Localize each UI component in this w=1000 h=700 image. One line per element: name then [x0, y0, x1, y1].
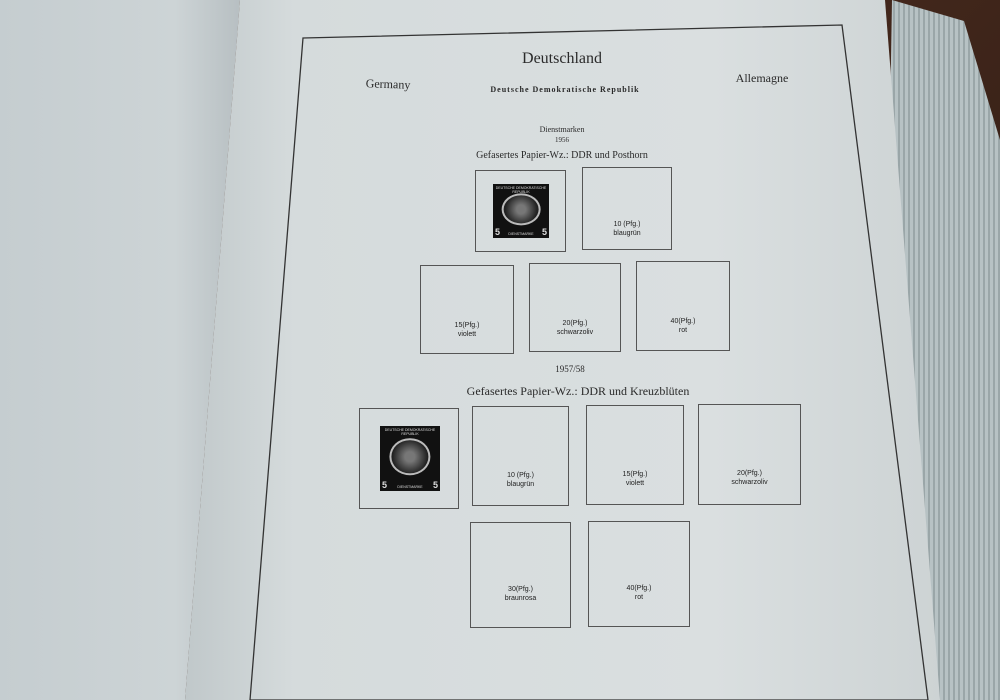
slot-value: 15(Pfg.)	[454, 322, 480, 329]
stamp-slot[interactable]: 15(Pfg.) violett	[586, 405, 684, 505]
english-label: Germany	[365, 76, 411, 92]
slot-value: 40(Pfg.)	[670, 318, 696, 325]
stamp-slot[interactable]: 20(Pfg.) schwarzoliv	[529, 263, 621, 352]
stamp-inscription: DEUTSCHE DEMOKRATISCHE REPUBLIK	[384, 428, 436, 436]
stamp-value: 5	[432, 480, 438, 490]
slot-value: 20(Pfg.)	[562, 320, 588, 327]
stamp-bottom-text: DIENSTMARKE	[397, 485, 423, 489]
slot-color: violett	[457, 331, 477, 338]
slot-color: blaugrün	[506, 481, 535, 488]
slot-value: 20(Pfg.)	[737, 470, 762, 477]
stamp-slot-filled[interactable]: DEUTSCHE DEMOKRATISCHE REPUBLIK 5 DIENST…	[359, 408, 459, 509]
slot-color: violett	[625, 480, 645, 487]
stamp: DEUTSCHE DEMOKRATISCHE REPUBLIK 5 DIENST…	[493, 184, 549, 238]
slot-value: 10 (Pfg.)	[613, 221, 641, 228]
stamp-slot[interactable]: 10 (Pfg.) blaugrün	[582, 167, 672, 250]
page-title: Deutschland	[522, 50, 602, 67]
section-heading: Gefasertes Papier-Wz.: DDR und Posthorn	[476, 150, 648, 161]
slot-color: braunrosa	[504, 595, 537, 602]
slot-color: rot	[634, 594, 644, 601]
stamp-slot[interactable]: 40(Pfg.) rot	[588, 521, 690, 627]
ddr-emblem-icon	[389, 437, 431, 476]
stamp-bottom-text: DIENSTMARKE	[508, 232, 534, 236]
section-heading: Gefasertes Papier-Wz.: DDR und Kreuzblüt…	[466, 384, 690, 398]
slot-value: 15(Pfg.)	[622, 471, 648, 478]
stamp-slot[interactable]: 15(Pfg.) violett	[420, 265, 514, 354]
section-year: 1957/58	[555, 364, 585, 374]
french-label: Allemagne	[735, 71, 789, 85]
slot-value: 30(Pfg.)	[508, 586, 533, 593]
stamp-value: 5	[495, 227, 501, 237]
category: Dienstmarken	[539, 125, 585, 134]
slot-color: schwarzoliv	[731, 479, 768, 486]
stamp: DEUTSCHE DEMOKRATISCHE REPUBLIK 5 DIENST…	[380, 426, 440, 491]
slot-value: 10 (Pfg.)	[507, 472, 534, 479]
slot-value: 40(Pfg.)	[626, 585, 652, 592]
stamp-value: 5	[382, 480, 388, 490]
stamp-value: 5	[541, 227, 547, 237]
stamp-slot[interactable]: 10 (Pfg.) blaugrün	[472, 406, 569, 506]
right-album-page	[185, 0, 940, 700]
slot-color: schwarzoliv	[556, 329, 594, 336]
stamp-slot[interactable]: 30(Pfg.) braunrosa	[470, 522, 571, 628]
stamp-slot-filled[interactable]: DEUTSCHE DEMOKRATISCHE REPUBLIK 5 DIENST…	[475, 170, 566, 252]
slot-color: rot	[678, 327, 688, 334]
section-year: 1956	[555, 136, 569, 144]
slot-color: blaugrün	[613, 230, 641, 237]
stamp-slot[interactable]: 20(Pfg.) schwarzoliv	[698, 404, 801, 505]
stamp-inscription: DEUTSCHE DEMOKRATISCHE REPUBLIK	[495, 186, 547, 194]
subtitle: Deutsche Demokratische Republik	[490, 85, 640, 94]
stamp-slot[interactable]: 40(Pfg.) rot	[636, 261, 730, 351]
ddr-emblem-icon	[501, 193, 541, 226]
